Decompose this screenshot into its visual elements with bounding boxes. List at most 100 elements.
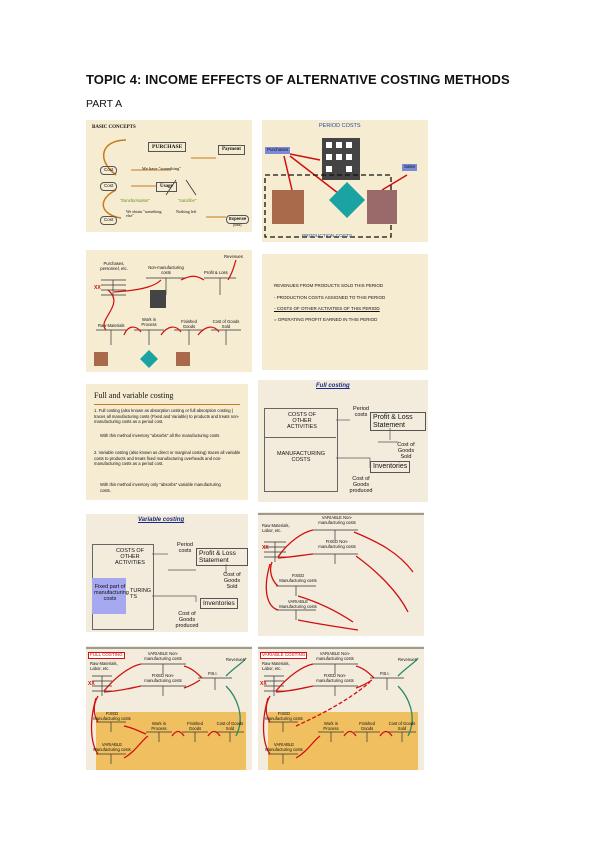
pbi-label: P.B.I. (208, 671, 218, 676)
raw-materials-label: Raw Materials (98, 323, 125, 328)
production-costs-line: - PRODUCTION COSTS ASSIGNED TO THIS PERI… (274, 295, 386, 300)
period-costs-label: Period costs (353, 406, 369, 419)
cost-box-3: Cost (100, 216, 118, 225)
purchase-box: PURCHASE (148, 142, 187, 153)
finished-goods-label: Finished Goods (359, 721, 375, 731)
period-costs-label: PERIOD COSTS (319, 123, 361, 129)
variable-costing-paragraph: 2. Variable costing (also known as direc… (94, 450, 241, 467)
sacrifice-text: "sacrifice" (178, 198, 197, 203)
cogs-label: Cost of Goods Sold (397, 442, 415, 461)
other-activities-label: COSTS OF OTHER ACTIVITIES (287, 412, 317, 431)
full-costing-note: With this method inventory "absorbs" all… (100, 433, 220, 438)
fixed-part-label: Fixed part of manufacturing costs (94, 584, 129, 603)
part-label: PART A (86, 98, 123, 110)
revenues-label: Revenues (398, 657, 417, 662)
variable-mfg-label: VARIABLE Manufacturing costs (93, 742, 131, 752)
slide-operating-profit: REVENUES FROM PRODUCTS SOLD THIS PERIOD … (262, 254, 428, 370)
expense-box: Expense (226, 215, 250, 224)
title-rule (94, 404, 240, 405)
have-text: We have "something" (142, 166, 182, 171)
slide-basic-concepts: BASIC CONCEPTS PURCHASE Payment Cost Cos… (86, 120, 252, 232)
cost-of-goods-produced-label: Cost of Goods produced (175, 611, 199, 630)
cogs-label: Cost of Goods Sold (223, 572, 241, 591)
finished-goods-label: Finished Goods (187, 721, 203, 731)
raw-materials-label: Raw Materials, Labor, etc. (90, 661, 118, 671)
cost-behaviour-diagram (258, 513, 424, 631)
finished-goods-label: Finished Goods (181, 319, 197, 329)
variable-costing-flow-diagram (258, 647, 424, 764)
document-title: TOPIC 4: INCOME EFFECTS OF ALTERNATIVE C… (86, 72, 510, 87)
inventories-box: Inventories (200, 598, 238, 610)
full-costing-tag: FULL COSTING (88, 652, 125, 659)
cost-box-1: Cost (100, 166, 118, 175)
cogs-label: Cost of Goods Sold (388, 721, 416, 731)
revenues-line: REVENUES FROM PRODUCTS SOLD THIS PERIOD (274, 283, 384, 288)
raw-materials-label: Raw Materials, Labor, etc. (262, 661, 290, 671)
work-in-process-label: Work in Process (323, 721, 339, 731)
period-costs-label: Period costs (177, 542, 193, 555)
pbi-label: P.B.I. (380, 671, 390, 676)
manufacturing-costs-label: MANUFACTURING COSTS (277, 451, 325, 464)
nothing-left-text: Nothing left (176, 209, 197, 214)
slide-variable-costing-flow: VARIABLE COSTING VARIABLE Non-manufactur… (258, 646, 424, 770)
full-costing-paragraph: 1. Full costing (also known as absorptio… (94, 408, 240, 425)
fixed-nonmfg-label: FIXED Non-manufacturing costs (316, 673, 354, 683)
revenues-label: Revenues (224, 254, 243, 259)
revenues-label: Revenues (226, 657, 245, 662)
production-costs-label: PRODUCTION COSTS (302, 234, 353, 239)
costs-container (264, 408, 338, 492)
slide-title: Variable costing (138, 517, 185, 523)
slide-variable-costing: Variable costing COSTS OF OTHER ACTIVITI… (86, 514, 248, 632)
obtain-text: We obtain "something else" (126, 209, 162, 219)
payment-box: Payment (218, 145, 245, 155)
slide-title: Full costing (316, 383, 350, 389)
other-activities-line: - COSTS OF OTHER ACTIVITIES OF THIS PERI… (274, 306, 380, 311)
full-costing-flow-diagram (86, 647, 252, 764)
inventories-box: Inventories (370, 461, 411, 473)
profit-loss-box: Profit & Loss Statement (370, 412, 426, 432)
profit-loss-label: Profit & Loss (204, 270, 228, 275)
slide-title: Full and variable costing (94, 391, 174, 400)
purchases-label: Purchases, personnel, etc. (100, 261, 128, 271)
cogs-label: Cost of Goods Sold (212, 319, 240, 329)
slide-period-costs: PERIOD COSTS Purchases Sales PRODUCTION … (262, 120, 428, 242)
operating-profit-line: = OPERATING PROFIT EARNED IN THIS PERIOD (274, 317, 378, 322)
cost-box-2: Cost (100, 182, 118, 191)
xx-label: XX (262, 545, 269, 551)
variable-nonmfg-label: VARIABLE Non-manufacturing costs (144, 651, 182, 661)
xx-label: XX (94, 285, 101, 291)
basic-concepts-arrows (102, 139, 226, 219)
turing-label: TURING TS (130, 588, 152, 601)
variable-mfg-label: VARIABLE Manufacturing costs (279, 599, 317, 609)
slide-cost-behaviour: VARIABLE Non-manufacturing costs Raw Mat… (258, 512, 424, 636)
period-costs-graphic (264, 138, 408, 238)
fixed-nonmfg-label: FIXED Non-manufacturing costs (144, 673, 182, 683)
other-activities-label: COSTS OF OTHER ACTIVITIES (115, 548, 145, 567)
purchases-label: Purchases (265, 147, 291, 154)
usage-box: Usage (156, 182, 177, 192)
profit-loss-box: Profit & Loss Statement (196, 548, 248, 567)
raw-materials-label: Raw Materials, Labor, etc. (262, 523, 290, 533)
xx-label: XX (88, 681, 95, 687)
non-manufacturing-label: Non-manufacturing costs (148, 265, 184, 275)
slide-cost-flow: Purchases, personnel, etc. Non-manufactu… (86, 250, 252, 372)
full-costing-arrows (336, 419, 398, 468)
transformation-text: "transformation" (120, 198, 150, 203)
variable-mfg-label: VARIABLE Manufacturing costs (265, 742, 303, 752)
variable-nonmfg-label: VARIABLE Non-manufacturing costs (316, 651, 354, 661)
cost-flow-diagram (94, 259, 241, 368)
work-in-process-label: Work in Process (141, 317, 157, 327)
fixed-nonmfg-label: FIXED Non-manufacturing costs (318, 539, 356, 549)
slide-full-costing-flow: FULL COSTING VARIABLE Non-manufacturing … (86, 646, 252, 770)
fixed-mfg-label: FIXED Manufacturing costs (93, 711, 131, 721)
variable-nonmfg-label: VARIABLE Non-manufacturing costs (318, 515, 356, 525)
variable-costing-note: With this method inventory only "absorbs… (100, 482, 221, 493)
sales-label: Sales (402, 164, 418, 171)
xx-label: XX (260, 681, 267, 687)
fixed-mfg-label: FIXED Manufacturing costs (265, 711, 303, 721)
variable-costing-tag: VARIABLE COSTING (260, 652, 308, 659)
cogs-label: Cost of Goods Sold (216, 721, 244, 731)
work-in-process-label: Work in Process (151, 721, 167, 731)
fixed-part-highlight (92, 578, 126, 614)
cost-of-goods-produced-label: Cost of Goods produced (349, 476, 373, 495)
